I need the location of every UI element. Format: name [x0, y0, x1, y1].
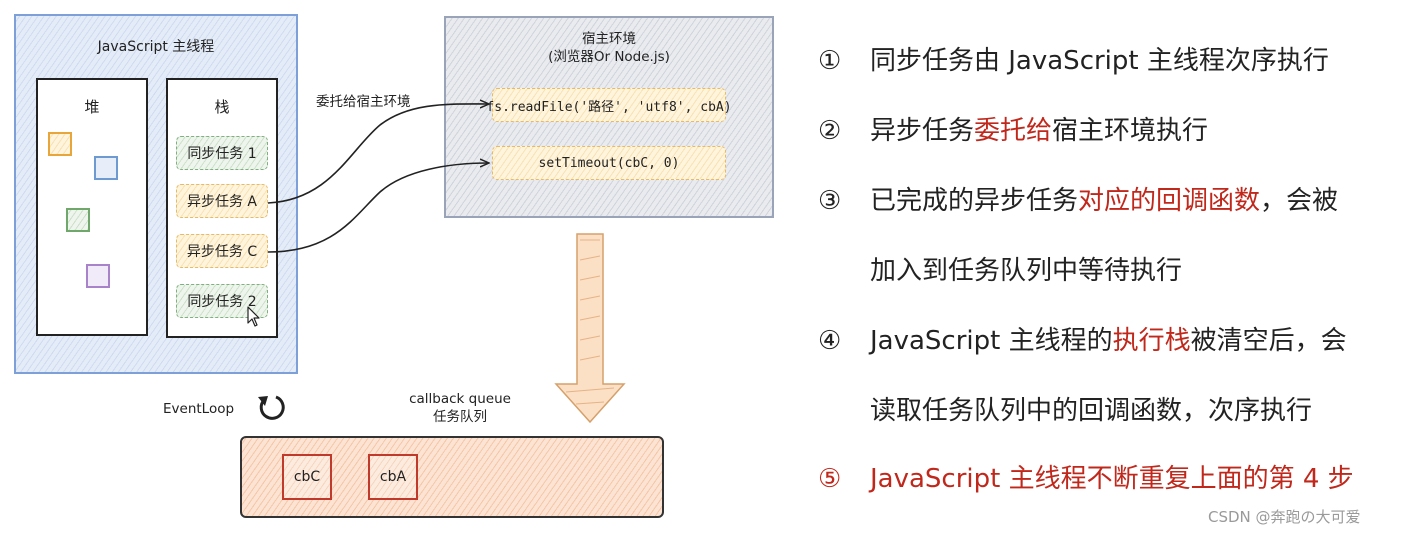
step-2-number: ②: [818, 116, 842, 146]
step-3-text-a: 已完成的异步任务: [870, 186, 1079, 216]
step-2: ② 异步任务委托给宿主环境执行: [818, 110, 1208, 147]
step-3-number: ③: [818, 186, 842, 216]
host-api-readfile: fs.readFile('路径', 'utf8', cbA): [486, 88, 732, 122]
callback-queue-title: callback queue: [409, 391, 511, 407]
step-1-number: ①: [818, 46, 842, 76]
stack-task-async-c: 异步任务 C: [176, 234, 268, 268]
step-2-highlight: 委托给: [974, 116, 1053, 146]
step-1: ① 同步任务由 JavaScript 主线程次序执行: [818, 40, 1329, 77]
heap-object-orange: [48, 132, 72, 156]
callback-queue-label: callback queue 任务队列: [380, 390, 540, 426]
step-5-number: ⑤: [818, 464, 842, 494]
host-title-line1: 宿主环境: [582, 31, 636, 47]
stack-task-async-a: 异步任务 A: [176, 184, 268, 218]
queue-item-cbc: cbC: [282, 454, 332, 500]
step-4-number: ④: [818, 326, 842, 356]
heap-title: 堆: [84, 98, 100, 116]
step-4-continuation: 读取任务队列中的回调函数，次序执行: [870, 396, 1313, 426]
step-2-text-a: 异步任务: [870, 116, 975, 146]
down-arrow-icon: [554, 233, 626, 424]
queue-item-cba: cbA: [368, 454, 418, 500]
step-3-continuation: 加入到任务队列中等待执行: [870, 256, 1183, 286]
step-2-text-b: 宿主环境执行: [1052, 116, 1209, 146]
arrow-async-a-to-readfile: [267, 104, 488, 204]
step-1-text: 同步任务由 JavaScript 主线程次序执行: [870, 46, 1329, 76]
step-3-text-b: ，会被: [1260, 186, 1339, 216]
callback-queue-subtitle: 任务队列: [433, 409, 487, 425]
csdn-watermark: CSDN @奔跑の大可爱: [1208, 508, 1361, 526]
delegate-label: 委托给宿主环境: [316, 94, 411, 110]
eventloop-label: EventLoop: [163, 401, 235, 417]
stack-task-sync-1: 同步任务 1: [176, 136, 268, 170]
step-5: ⑤ JavaScript 主线程不断重复上面的第 4 步: [818, 458, 1354, 495]
delegate-arrows: [267, 0, 626, 424]
event-loop-diagram: JavaScript 主线程 堆 栈 同步任务 1 异步任务 A 异步任务 C …: [14, 0, 774, 518]
step-4: ④ JavaScript 主线程的执行栈被清空后，会: [818, 320, 1347, 357]
host-api-settimeout: setTimeout(cbC, 0): [492, 146, 726, 180]
heap-object-blue: [94, 156, 118, 180]
step-4-text-a: JavaScript 主线程的: [870, 326, 1113, 356]
step-3-highlight: 对应的回调函数: [1078, 186, 1261, 216]
callback-queue-box: [240, 436, 664, 518]
heap-object-purple: [86, 264, 110, 288]
host-environment-title: 宿主环境 (浏览器Or Node.js): [444, 30, 774, 66]
heap-panel: 堆: [36, 78, 148, 336]
step-4-text-b: 被清空后，会: [1190, 326, 1347, 356]
heap-object-green: [66, 208, 90, 232]
step-3: ③ 已完成的异步任务对应的回调函数，会被: [818, 180, 1338, 217]
arrow-async-c-to-settimeout: [267, 163, 488, 253]
main-thread-title: JavaScript 主线程: [97, 39, 215, 55]
step-4-highlight: 执行栈: [1112, 326, 1191, 356]
eventloop-cycle-icon: [258, 395, 285, 420]
host-title-line2: (浏览器Or Node.js): [548, 49, 670, 65]
mouse-cursor-icon: [247, 306, 260, 327]
stack-title: 栈: [214, 98, 230, 116]
step-5-text: JavaScript 主线程不断重复上面的第 4 步: [870, 464, 1354, 494]
